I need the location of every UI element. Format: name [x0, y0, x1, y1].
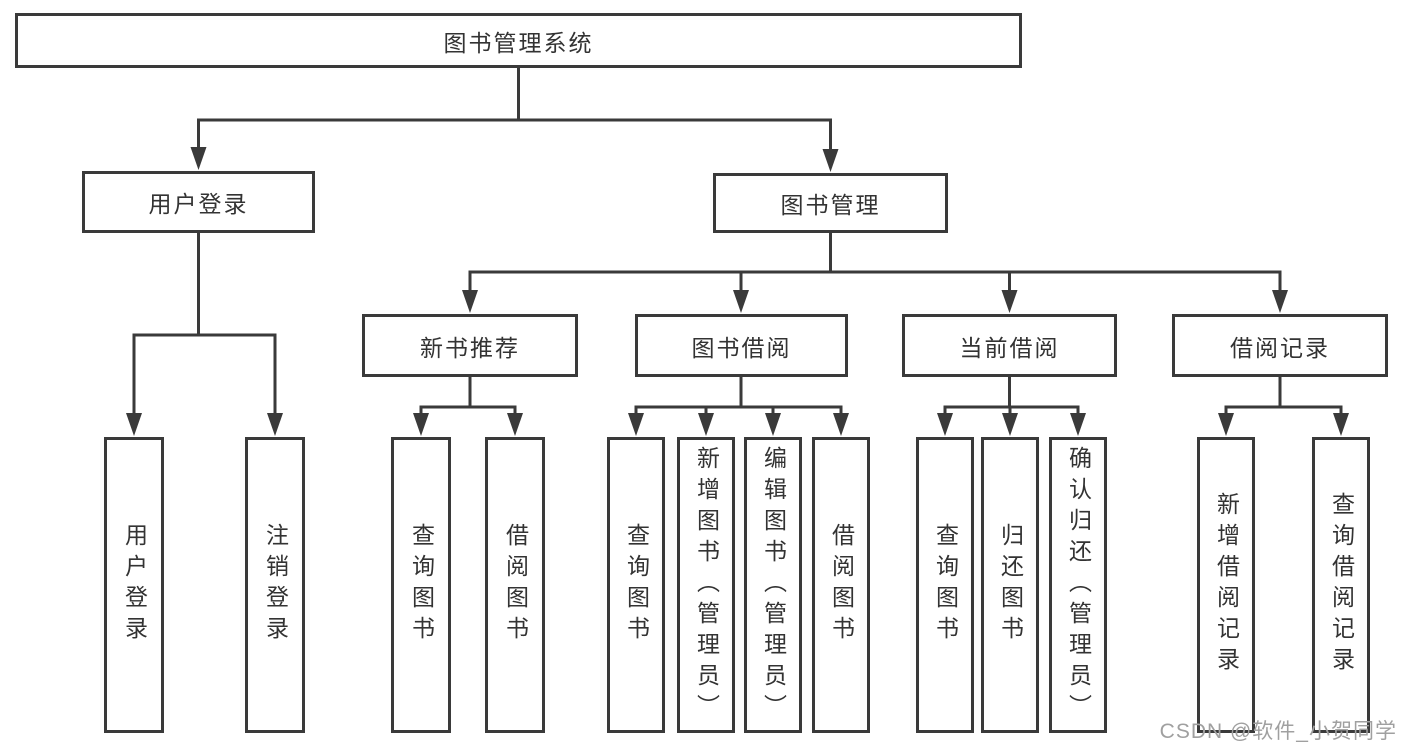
- leaf-logout: 注销登录: [245, 437, 305, 733]
- node-user-login: 用户登录: [82, 171, 315, 233]
- leaf-return-books: 归还图书: [981, 437, 1039, 733]
- leaf-borrow-books: 借阅图书: [812, 437, 870, 733]
- arrowheads: [126, 147, 1349, 436]
- csdn-watermark: CSDN @软件_小贺同学: [1159, 720, 1397, 743]
- leaf-query-borrow-record: 查询借阅记录: [1312, 437, 1370, 733]
- node-book-management: 图书管理: [713, 173, 948, 233]
- leaf-add-borrow-record: 新增借阅记录: [1197, 437, 1255, 733]
- leaf-add-books-admin: 新增图书（管理员）: [677, 437, 735, 733]
- leaf-borrow-books-recommend: 借阅图书: [485, 437, 545, 733]
- leaf-user-login: 用户登录: [104, 437, 164, 733]
- leaf-query-books-recommend: 查询图书: [391, 437, 451, 733]
- leaf-query-books-current: 查询图书: [916, 437, 974, 733]
- node-new-book-recommend: 新书推荐: [362, 314, 578, 377]
- node-borrow-records: 借阅记录: [1172, 314, 1388, 377]
- leaf-confirm-return-admin: 确认归还（管理员）: [1049, 437, 1107, 733]
- node-book-borrow: 图书借阅: [635, 314, 848, 377]
- leaf-edit-books-admin: 编辑图书（管理员）: [744, 437, 802, 733]
- leaf-query-books-borrow: 查询图书: [607, 437, 665, 733]
- node-root-system: 图书管理系统: [15, 13, 1022, 68]
- node-current-borrow: 当前借阅: [902, 314, 1117, 377]
